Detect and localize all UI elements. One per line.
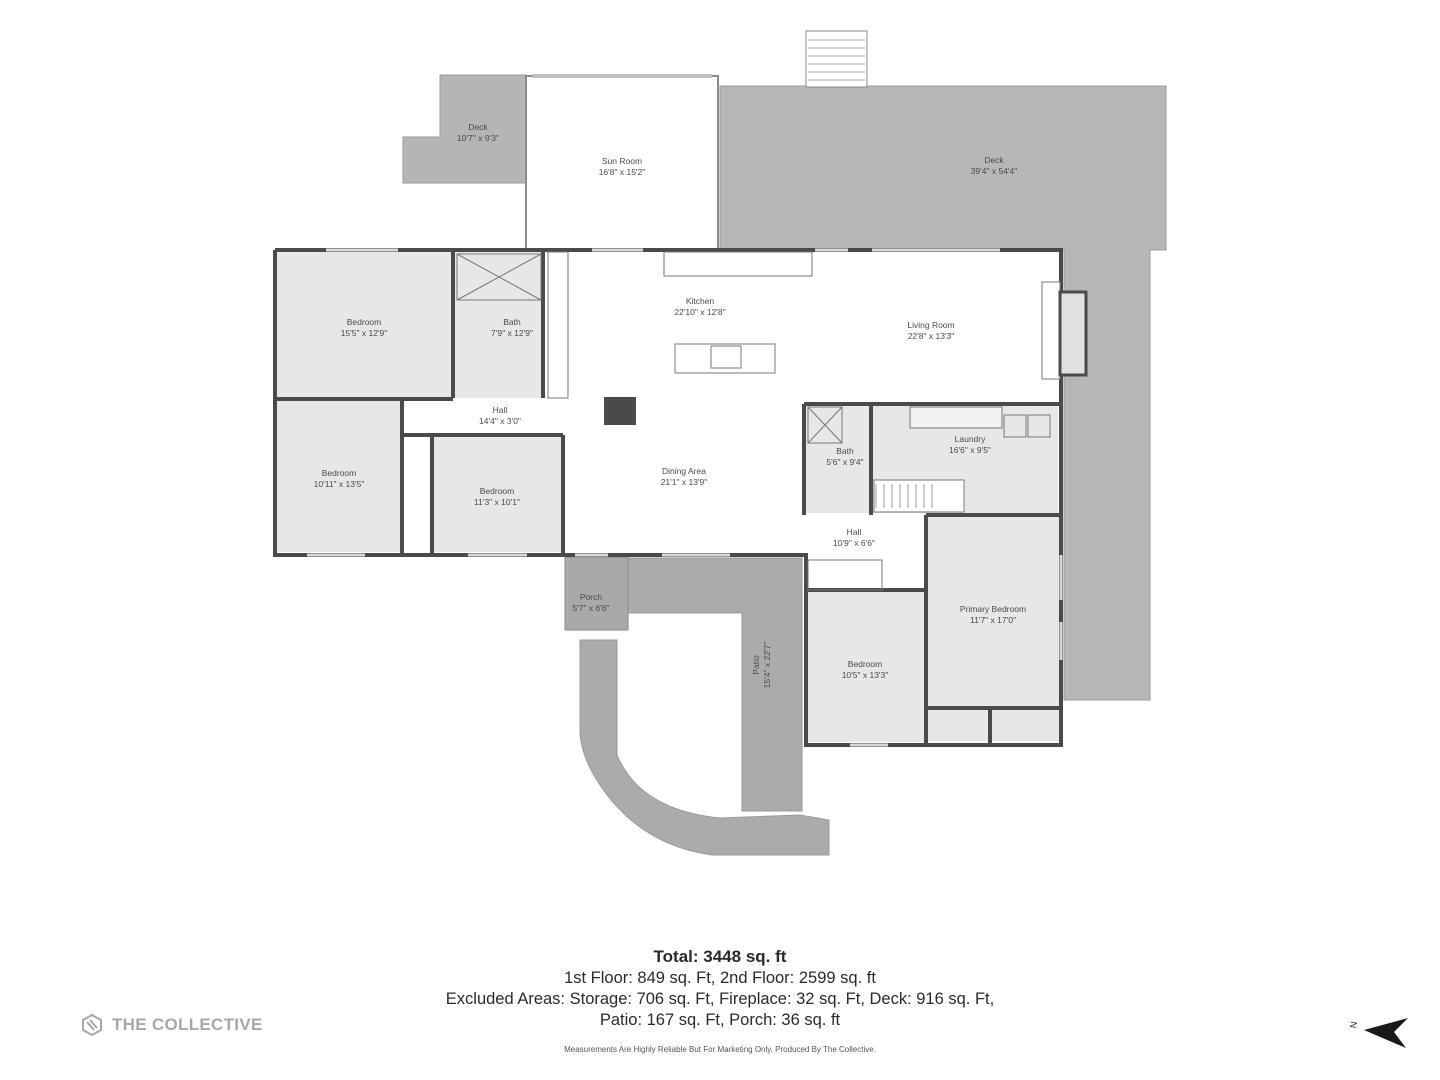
deck-small-dims: 10'7" x 9'3" xyxy=(457,133,499,143)
dryer xyxy=(1027,414,1051,438)
primary-bedroom-label: Primary Bedroom xyxy=(960,604,1026,614)
bath-north-dims: 7'9" x 12'9" xyxy=(491,328,533,338)
bath-east-label: Bath xyxy=(836,446,854,456)
closet-hall xyxy=(807,559,883,591)
brand-name: THE COLLECTIVE xyxy=(112,1015,263,1034)
stairs xyxy=(873,479,965,513)
bedroom-mid-fill xyxy=(434,436,562,552)
bedroom-west-dims: 10'11" x 13'5" xyxy=(314,479,365,489)
bedroom-south-fill xyxy=(806,592,924,742)
brand-logo: THE COLLECTIVE xyxy=(80,1013,263,1037)
primary-bedroom-dims: 11'7" x 17'0" xyxy=(970,615,1016,625)
structural-column xyxy=(604,397,636,425)
north-arrow-icon: N xyxy=(1348,1018,1408,1048)
kitchen-dims: 22'10" x 12'8" xyxy=(674,307,725,317)
kitchen-counter xyxy=(663,251,813,277)
bedroom-mid-label: Bedroom xyxy=(480,486,515,496)
hall-east-dims: 10'9" x 6'6" xyxy=(833,538,875,548)
bedroom-west-fill xyxy=(276,400,401,552)
porch-area xyxy=(564,556,629,631)
patio-label: Patio xyxy=(751,655,761,675)
kitchen-island xyxy=(674,343,776,374)
kitchen-label: Kitchen xyxy=(686,296,715,306)
room-fills xyxy=(276,252,1059,742)
bath-east-dims: 5'6" x 9'4" xyxy=(826,457,863,467)
patio-area xyxy=(627,557,803,812)
bedroom-nw-label: Bedroom xyxy=(347,317,382,327)
floor-plan: Deck 10'7" x 9'3" Sun Room 16'8" x 15'2"… xyxy=(273,30,1167,856)
disclaimer: Measurements Are Highly Reliable But For… xyxy=(564,1045,876,1054)
washer xyxy=(1003,414,1027,438)
floor-areas: 1st Floor: 849 sq. Ft, 2nd Floor: 2599 s… xyxy=(564,969,876,987)
shower-north xyxy=(456,253,542,301)
bedroom-nw-dims: 15'5" x 12'9" xyxy=(341,328,388,338)
sun-room-label: Sun Room xyxy=(602,156,642,166)
sun-room xyxy=(525,74,719,250)
deck-small-area xyxy=(402,74,527,184)
living-room-label: Living Room xyxy=(907,320,954,330)
sun-room-dims: 16'8" x 15'2" xyxy=(599,167,646,177)
cooktop xyxy=(710,345,742,369)
shower-east xyxy=(807,406,843,444)
excluded-areas-continued: Patio: 167 sq. Ft, Porch: 36 sq. ft xyxy=(599,1011,841,1029)
deck-stairs xyxy=(805,30,868,88)
dining-area-dims: 21'1" x 13'9" xyxy=(661,477,708,487)
deck-small-label: Deck xyxy=(468,122,488,132)
porch-label: Porch xyxy=(580,592,602,602)
chimney xyxy=(1058,290,1088,377)
bath-north-fill xyxy=(455,252,543,398)
collective-logo-icon xyxy=(82,1013,102,1037)
bedroom-south-label: Bedroom xyxy=(848,659,883,669)
laundry-counter xyxy=(909,406,1003,429)
deck-large-label: Deck xyxy=(984,155,1004,165)
fireplace xyxy=(1041,281,1061,380)
patio-dims: 15'4" x 22'7" xyxy=(762,642,772,689)
living-room-dims: 22'8" x 13'3" xyxy=(908,331,955,341)
dining-area-label: Dining Area xyxy=(662,466,706,476)
excluded-areas: Excluded Areas: Storage: 706 sq. Ft, Fir… xyxy=(445,990,995,1008)
fixtures xyxy=(456,251,1088,591)
primary-bedroom-fill xyxy=(928,515,1059,741)
bedroom-south-dims: 10'5" x 13'3" xyxy=(842,670,889,680)
hall-west-dims: 14'4" x 3'0" xyxy=(479,416,521,426)
bath-north-label: Bath xyxy=(503,317,521,327)
room-labels: Deck 10'7" x 9'3" Sun Room 16'8" x 15'2"… xyxy=(314,122,1026,688)
compass-label: N xyxy=(1348,1021,1359,1029)
total-area: Total: 3448 sq. ft xyxy=(653,947,787,966)
bath-east-fill xyxy=(806,405,870,513)
windows xyxy=(307,248,1063,747)
porch-dims: 5'7" x 6'6" xyxy=(572,603,609,613)
exterior-areas xyxy=(402,30,1167,856)
bedroom-mid-dims: 11'3" x 10'1" xyxy=(474,497,520,507)
walkway-area xyxy=(579,639,830,856)
laundry-label: Laundry xyxy=(955,434,986,444)
hall-east-label: Hall xyxy=(847,527,862,537)
deck-large-dims: 39'4" x 54'4" xyxy=(971,166,1018,176)
hall-west-label: Hall xyxy=(493,405,508,415)
pantry xyxy=(547,251,569,399)
bedroom-nw-fill xyxy=(276,252,451,398)
laundry-dims: 16'6" x 9'5" xyxy=(949,445,991,455)
bedroom-west-label: Bedroom xyxy=(322,468,357,478)
